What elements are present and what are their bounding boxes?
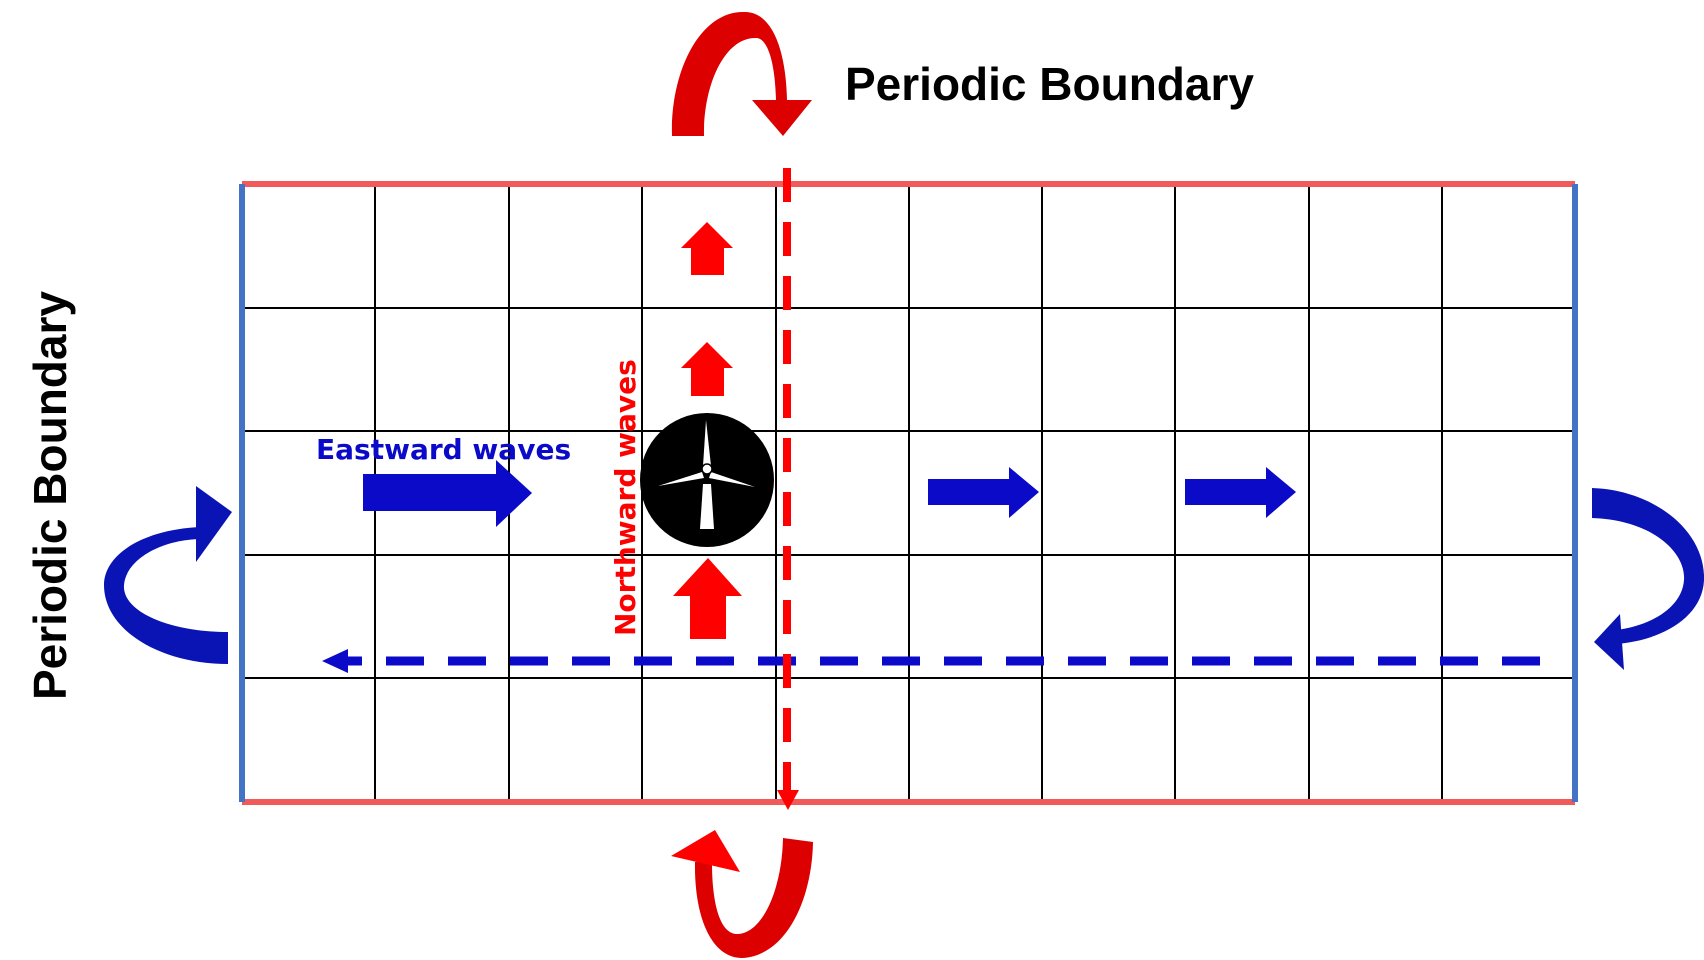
- eastward-arrow: [1185, 467, 1296, 518]
- eastward-arrow: [928, 467, 1039, 518]
- eastward-return-arrowhead: [322, 649, 348, 673]
- turbine-blade: [703, 420, 711, 466]
- curved-arrow-left-icon: [1592, 488, 1704, 670]
- turbine-disc: [640, 413, 774, 547]
- northward-return-arrowhead: [777, 790, 799, 810]
- wind-turbine-icon: [640, 413, 774, 547]
- turbine-blade: [709, 472, 755, 487]
- northward-arrow: [681, 222, 733, 275]
- turbine-hub: [701, 463, 713, 475]
- northward-arrow: [681, 342, 733, 396]
- curved-arrow-right-icon: [104, 486, 232, 664]
- turbine-blade: [658, 472, 704, 486]
- grid: [242, 186, 1574, 800]
- curved-arrow-down-icon: [671, 11, 812, 136]
- northward-waves-label: Northward waves: [609, 359, 642, 636]
- eastward-waves-label: Eastward waves: [316, 433, 571, 466]
- turbine-tower: [700, 484, 714, 529]
- northward-arrow: [673, 558, 742, 639]
- curved-arrow-up-icon: [671, 830, 813, 958]
- left-boundary-label: Periodic Boundary: [24, 291, 76, 700]
- eastward-arrow: [363, 460, 532, 527]
- top-boundary-label: Periodic Boundary: [845, 58, 1254, 110]
